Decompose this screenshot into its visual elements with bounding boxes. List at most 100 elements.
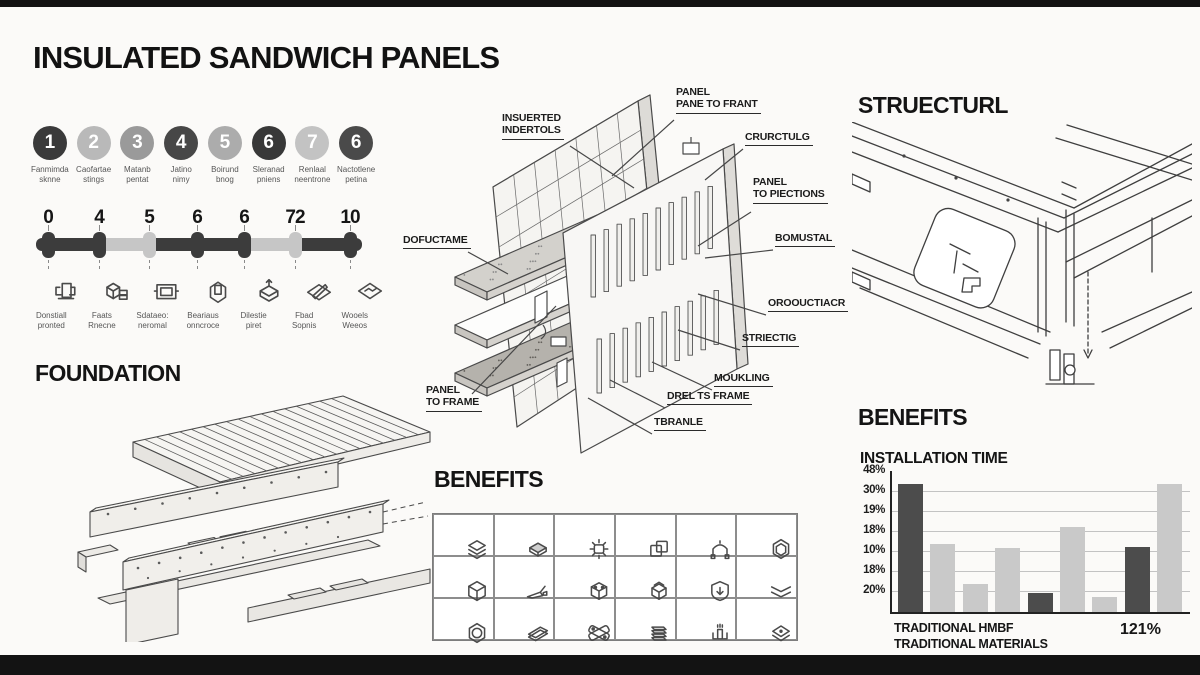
- timeline-node: [288, 232, 302, 258]
- chart-bar: [1060, 527, 1085, 612]
- timeline-value: 10: [340, 207, 360, 228]
- tool-label: Sdataeo: neromal: [136, 311, 169, 330]
- timeline-value: 72: [285, 207, 305, 228]
- step-label: Renlaal neentrone: [294, 165, 331, 184]
- page-title: INSULATED SANDWICH PANELS: [33, 40, 500, 75]
- timeline-tick: [48, 260, 49, 269]
- timeline-tick: [99, 225, 100, 231]
- benefit-cell: [736, 598, 797, 642]
- tool-label: Dilestie piret: [240, 311, 267, 330]
- benefit-cell: [615, 598, 676, 641]
- x-axis-label-line: TRADITIONAL MATERIALS: [894, 636, 1048, 651]
- benefits-grid-title: BENEFITS: [434, 466, 544, 492]
- tool-label: Wooels Weeos: [341, 311, 369, 330]
- step-label: Matanb pentat: [124, 165, 151, 184]
- x-axis-label-line: TRADITIONAL HMBF: [894, 621, 1014, 635]
- timeline-segment: [149, 238, 197, 251]
- foundation-title: FOUNDATION: [35, 360, 181, 386]
- diagram-callout: INSUERTED INDERTOLS: [502, 112, 564, 140]
- tool-item: Faats Rnecne: [77, 276, 128, 331]
- diagram-callout: PANEL TO PIECTIONS: [753, 176, 828, 204]
- diagram-callout: PANEL TO FRAME: [426, 384, 483, 412]
- timeline-segment: [99, 238, 149, 251]
- frame-panel-icon: [127, 276, 180, 308]
- timeline-node: [41, 232, 55, 258]
- benefit-cell: [615, 514, 676, 557]
- y-axis-tick-label: 18%: [863, 524, 885, 536]
- timeline-node: [190, 232, 204, 258]
- diagram-callout: PANEL PANE TO FRANT: [676, 86, 761, 114]
- benefit-cell: [554, 598, 615, 641]
- timeline-tick: [295, 225, 296, 231]
- step-number-badge: 7: [295, 126, 330, 160]
- benefits-chart-title: BENEFITS: [858, 404, 968, 430]
- chart-gridline: [892, 531, 1190, 532]
- benefit-cell: [615, 556, 676, 600]
- tool-label: Donstiall pronted: [35, 311, 67, 330]
- structural-drawing: [852, 122, 1192, 385]
- y-axis-tick-label: 30%: [863, 484, 885, 496]
- step-label: Sleranad pniens: [252, 165, 285, 184]
- step-label: Jatino nimy: [170, 165, 192, 184]
- timeline-segment: [244, 238, 295, 251]
- timeline-tick: [350, 225, 351, 231]
- benefit-cell: [675, 514, 737, 560]
- timeline-value: 6: [239, 207, 250, 228]
- chart-bar: [1124, 546, 1150, 612]
- chart-bar: [995, 548, 1021, 612]
- tool-item: Fbad Sopnis: [279, 276, 332, 331]
- timeline-node: [343, 232, 357, 258]
- y-axis-tick-label: 18%: [863, 564, 885, 576]
- step-number-badge: 3: [120, 126, 155, 160]
- y-axis-tick-label: 20%: [863, 584, 885, 596]
- benefit-cell: [554, 514, 615, 560]
- step-number-badge: 5: [207, 126, 242, 160]
- tool-label: Beariaus onncroce: [186, 311, 220, 330]
- timeline-value: 0: [43, 207, 54, 228]
- step-number-badge: 1: [32, 126, 67, 160]
- step-number-badge: 4: [164, 126, 199, 160]
- chart-bar: [898, 484, 923, 612]
- step-number-badge: 6: [251, 126, 286, 160]
- chart-bar: [1157, 484, 1183, 612]
- tool-item: Beariaus onncroce: [178, 276, 229, 331]
- chart-gridline: [892, 511, 1190, 512]
- benefit-cell: [736, 556, 797, 598]
- installation-time-subtitle: INSTALLATION TIME: [860, 450, 1008, 467]
- timeline-tick: [295, 260, 296, 269]
- y-axis-tick-label: 10%: [863, 544, 885, 556]
- diagram-callout: CRURCTULG: [745, 131, 813, 147]
- step-label: Caofartae stings: [76, 165, 112, 184]
- timeline-tick: [197, 260, 198, 269]
- box-lift-icon: [26, 276, 77, 308]
- step-label: Nactotlene petina: [337, 165, 376, 184]
- step-number-badge: 2: [76, 126, 111, 160]
- step-label: Fanmimda sknne: [30, 165, 69, 184]
- benefits-icon-grid: [432, 513, 798, 644]
- timeline-tick: [244, 225, 245, 231]
- benefit-cell: [433, 556, 494, 602]
- chart-gridline: [892, 591, 1190, 592]
- x-axis-label-right: 121%: [1120, 621, 1161, 638]
- step-number-badge: 6: [339, 126, 374, 160]
- timeline-tick: [149, 225, 150, 231]
- timeline-node: [142, 232, 156, 258]
- diagram-callout: MOUKLING: [714, 372, 773, 388]
- bottom-border-bar: [0, 655, 1200, 675]
- benefit-cell: [493, 556, 555, 599]
- toolbox-icon: [228, 276, 279, 308]
- timeline-tick: [244, 260, 245, 269]
- timeline-tick: [149, 260, 150, 269]
- tool-item: Wooels Weeos: [329, 276, 382, 331]
- diagram-callout: STRIECTIG: [742, 332, 800, 348]
- tool-item: Dilestie piret: [228, 276, 279, 331]
- chart-bar: [1092, 596, 1118, 612]
